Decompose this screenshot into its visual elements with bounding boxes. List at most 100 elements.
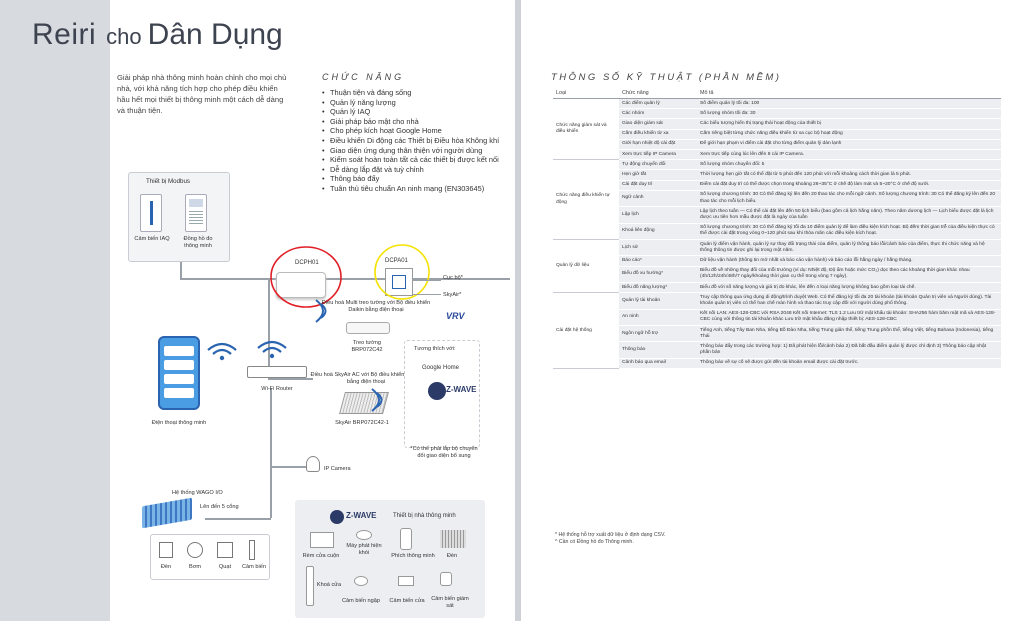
smart-meter-label: Đồng hồ đo thông minh (183, 236, 213, 249)
smoke-detector-icon (356, 530, 372, 540)
feature-item: Kiểm soát hoàn toàn tất cả các thiết bị … (322, 155, 512, 165)
adapter-note: *Có thể phải lắp bộ chuyển đổi giao diện… (410, 446, 478, 459)
feature-item: Giải pháp bảo mật cho nhà (322, 117, 512, 127)
function-cell: Báo cáo* (619, 255, 697, 267)
function-cell: Tự động chuyển đổi (619, 159, 697, 171)
connector-line (205, 518, 271, 520)
title-connector: cho (106, 24, 142, 49)
local-label: Cục bộ* (443, 275, 463, 281)
router-label: Wi-Fi Router (261, 386, 293, 392)
function-cell: Lập lịch (619, 206, 697, 224)
system-diagram: Thiết bị Modbus Cảm biến IAQ Đồng hồ đo … (110, 160, 515, 621)
wago-item-label: Cảm biến (242, 564, 266, 570)
connector-line (180, 245, 182, 280)
function-cell: Ngữ cảnh (619, 190, 697, 208)
wago-module-icon (142, 497, 192, 529)
skyair-label: SkyAir* (443, 292, 462, 298)
red-highlight-circle (270, 246, 342, 308)
function-cell: Các điểm quản lý (619, 98, 697, 110)
table-row: Chức năng điều khiển tự động Tự động chu… (553, 159, 1001, 241)
function-cell: Ngôn ngữ hỗ trợ (619, 325, 697, 343)
footnote: * Hệ thống hỗ trợ xuất dữ liệu ở định dạ… (555, 532, 666, 538)
col-header: Chức năng (619, 88, 697, 99)
zwave-item-label: Máy phát hiện khói (346, 543, 382, 556)
modbus-title: Thiết bị Modbus (146, 178, 191, 185)
feature-item: Quản lý IAQ (322, 107, 512, 117)
iaq-sensor-icon (140, 194, 162, 232)
description-cell: Số điểm quản lý tối đa: 100 (697, 98, 1001, 110)
wago-item-label: Đèn (160, 564, 172, 570)
light-icon (159, 542, 173, 558)
page-gutter (515, 0, 521, 621)
ip-camera-label: IP Camera (324, 466, 351, 472)
description-cell: Lập lịch theo tuần — Có thể cài đặt lên … (697, 206, 1001, 224)
function-cell: Cài đặt duy trì (619, 180, 697, 191)
connector-line (413, 294, 441, 295)
description-cell: Dữ liệu vận hành (thông tin mở nhất và b… (697, 255, 1001, 267)
table-row: Báo cáo*Dữ liệu vận hành (thông tin mở n… (553, 255, 1001, 267)
category-cell: Quản lý dữ liệu (553, 239, 619, 294)
skyair-ac-text: Điều hoà SkyAir AC với Bộ điều khiển Dai… (310, 372, 422, 385)
ip-camera-icon (306, 456, 320, 472)
dcph01-hub-icon (276, 272, 326, 298)
title-brand: Reiri (32, 18, 97, 51)
footnote: ^ Cần có Đồng hồ đo Thông minh. (555, 539, 634, 545)
description-cell: Quản lý điểm vận hành, quản lý sự thay đ… (697, 239, 1001, 257)
function-cell: Quản lý tài khoản (619, 292, 697, 310)
description-cell: Tiếng Anh, tiếng Tây Ban Nha, tiếng Bồ Đ… (697, 325, 1001, 343)
category-cell: Cài đặt hệ thống (553, 292, 619, 370)
col-header: Mô tả (697, 88, 1001, 99)
smartphone-icon (158, 336, 200, 410)
feature-item: Thông báo đẩy (322, 174, 512, 184)
multi-split-text: Điều hoà Multi treo tường với Bộ điều kh… (321, 300, 431, 313)
function-cell: Biểu đồ năng lượng* (619, 282, 697, 294)
spec-title: THÔNG SỐ KỸ THUẬT (PHẦN MỀM) (551, 72, 782, 83)
description-cell: Cấm riêng biệt từng chức năng điều khiển… (697, 129, 1001, 140)
connector-line (180, 278, 510, 280)
flood-sensor-icon (354, 576, 368, 586)
function-cell: Lịch sử (619, 239, 697, 257)
description-cell: Xem trực tiếp cùng lúc lên đến 8 cài IP … (697, 149, 1001, 161)
fan-icon (217, 542, 233, 558)
wago-item-label: Bơm (188, 564, 202, 570)
zwave-devices-box (295, 500, 485, 618)
sensor-icon (249, 540, 255, 560)
skyair-unit-label: SkyAir BRP072C42-1 (335, 420, 389, 426)
description-cell: Biểu đồ với số năng lượng và giá trị đo … (697, 282, 1001, 294)
pump-icon (187, 542, 203, 558)
roller-blind-icon (310, 532, 334, 548)
wifi-icon (257, 340, 287, 359)
features-section: CHỨC NĂNG Thuận tiện và đáng sống Quản l… (322, 72, 512, 194)
description-cell: Kết nối LAN: AES-128-CBC với RSA 2048 Kế… (697, 309, 1001, 327)
zwave-item-label: Cảm biến giám sát (431, 596, 469, 609)
smart-plug-icon (400, 528, 412, 550)
zwave-item-label: Khoá cửa (316, 582, 342, 588)
iaq-sensor-label: Cảm biến IAQ (134, 236, 170, 242)
features-heading: CHỨC NĂNG (322, 72, 405, 82)
zwave-item-label: Đèn (446, 553, 458, 559)
description-cell: Số lượng nhóm tối đa: 30 (697, 108, 1001, 120)
title-segment: Dân Dụng (147, 18, 283, 51)
feature-item: Thuận tiện và đáng sống (322, 88, 512, 98)
description-cell: Thời lượng hẹn giờ tắt có thể đặt từ 5 p… (697, 169, 1001, 181)
description-cell: Biểu đồ về những thay đổi của mỗi trường… (697, 266, 1001, 284)
door-sensor-icon (398, 576, 414, 586)
connector-line (270, 388, 272, 468)
zwave-devices-title: Thiết bị nhà thông minh (393, 513, 456, 519)
function-cell: Khoá liên động (619, 223, 697, 241)
feature-item: Cho phép kích hoạt Google Home (322, 126, 512, 136)
zwave-item-label: Phích thông minh (391, 553, 435, 559)
smartphone-label: Điện thoại thông minh (151, 420, 207, 426)
col-header: Loại (553, 88, 619, 99)
table-row: Chức năng giám sát và điều khiển Các điể… (553, 98, 1001, 161)
spec-header-row: Loại Chức năng Mô tả (553, 88, 1001, 99)
wifi-icon (315, 299, 327, 323)
feature-item: Giao diện ứng dụng thân thiện với người … (322, 146, 512, 156)
google-home-logo: Google Home (422, 365, 460, 371)
